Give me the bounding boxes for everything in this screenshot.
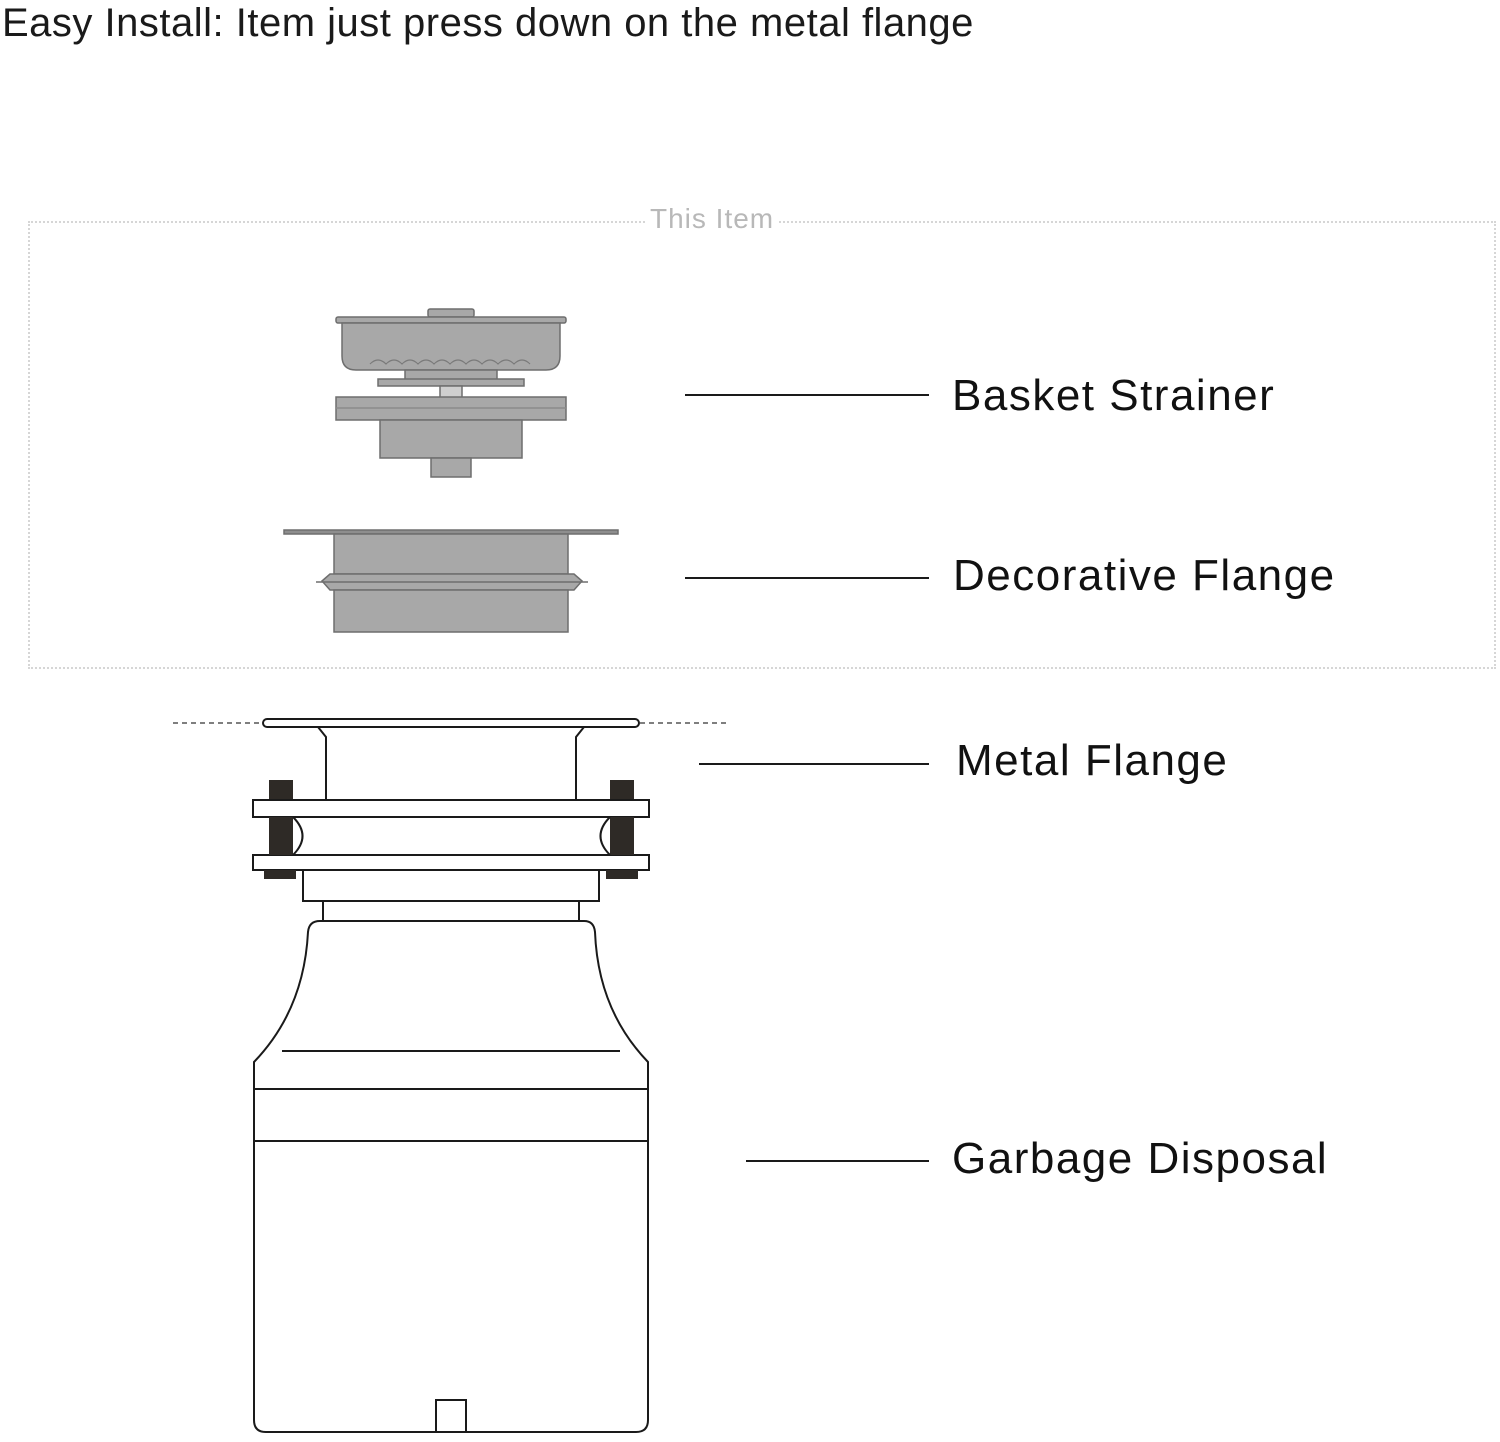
garbage-disposal-illustration — [253, 920, 649, 1433]
decorative-flange-label: Decorative Flange — [953, 551, 1336, 600]
mounting-assembly-illustration — [252, 780, 650, 922]
decorative-flange-illustration — [283, 529, 619, 633]
metal-flange-label: Metal Flange — [956, 736, 1229, 785]
leader-lines — [685, 394, 929, 1162]
garbage-disposal-label: Garbage Disposal — [952, 1134, 1329, 1183]
basket-strainer-label: Basket Strainer — [952, 371, 1276, 420]
this-item-label: This Item — [646, 202, 779, 236]
basket-strainer-illustration — [335, 308, 567, 478]
metal-flange-illustration — [173, 718, 728, 800]
headline: Easy Install: Item just press down on th… — [2, 1, 974, 45]
